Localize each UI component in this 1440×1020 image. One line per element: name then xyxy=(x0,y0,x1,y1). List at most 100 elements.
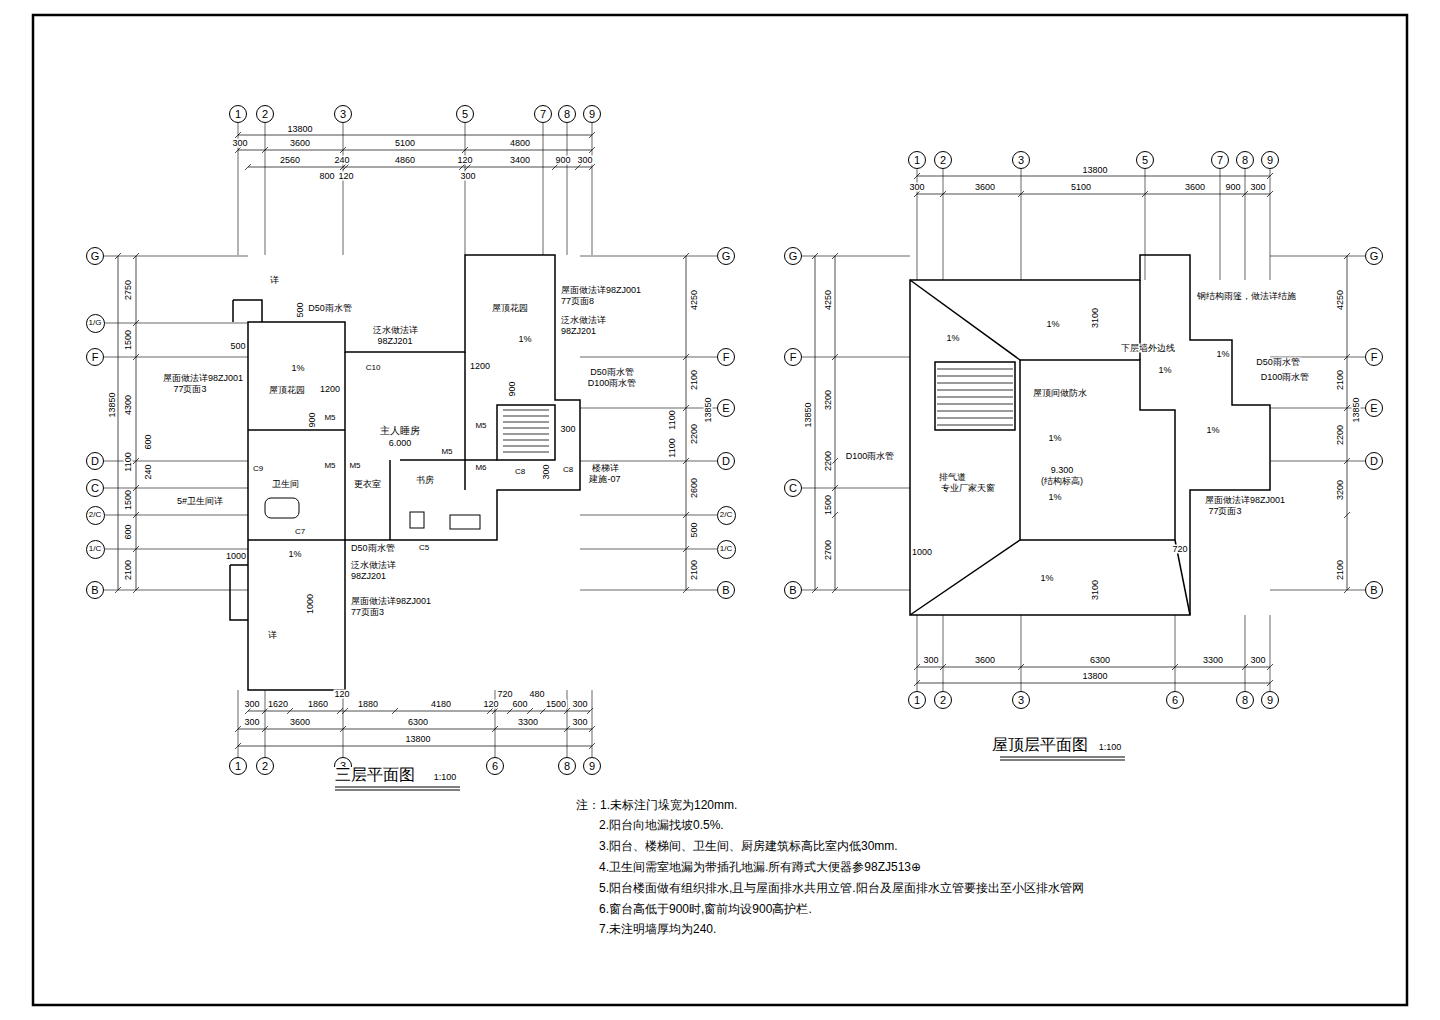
dimension-line xyxy=(287,708,293,714)
axis-line xyxy=(943,169,944,280)
axis-line xyxy=(1245,169,1246,280)
annotation-text: 详 xyxy=(269,276,280,285)
dimension-text: 2200 xyxy=(690,423,699,445)
annotation-text: 1% xyxy=(945,334,960,343)
axis-line xyxy=(1270,615,1271,691)
annotation-text: 98ZJ201 xyxy=(560,327,597,336)
stair-hatch xyxy=(937,383,1013,384)
stair-hatch xyxy=(503,446,549,447)
axis-number: 1 xyxy=(235,109,241,120)
dimension-text: 800 xyxy=(318,172,335,181)
annotation-text: 主人睡房 xyxy=(379,426,421,436)
dimension-line xyxy=(118,256,119,590)
dimension-line xyxy=(832,587,838,593)
annotation-text: 1:100 xyxy=(433,773,458,782)
dimension-line xyxy=(459,164,465,170)
axis-bubble: 1 xyxy=(908,691,926,709)
dimension-text: 120 xyxy=(482,700,499,709)
dimension-text: 9.300 xyxy=(1050,466,1075,475)
annotation-text: 7.未注明墙厚均为240. xyxy=(598,923,717,935)
axis-line xyxy=(580,590,717,591)
dimension-text: 2700 xyxy=(824,539,833,561)
axis-bubble: 2/C xyxy=(86,506,105,525)
axis-number: 2 xyxy=(940,155,946,166)
axis-line xyxy=(802,256,910,257)
axis-line xyxy=(1270,169,1271,280)
axis-line xyxy=(104,590,248,591)
axis-bubble: B xyxy=(717,581,735,599)
axis-line xyxy=(104,357,248,358)
annotation-text: 77页面3 xyxy=(1207,507,1242,516)
axis-number: 8 xyxy=(1242,155,1248,166)
axis-bubble: G xyxy=(1365,247,1383,265)
stair-hatch xyxy=(503,440,549,441)
axis-number: 2 xyxy=(940,695,946,706)
dimension-text: 240 xyxy=(333,156,350,165)
stair-hatch xyxy=(503,434,549,435)
chair-symbol xyxy=(410,512,424,528)
axis-number: 1 xyxy=(914,695,920,706)
dimension-text: 6300 xyxy=(1089,656,1111,665)
dimension-line xyxy=(235,743,241,749)
dimension-line xyxy=(917,176,1270,177)
axis-number: 2/C xyxy=(89,511,101,519)
dimension-text: 600 xyxy=(124,523,133,540)
axis-number: G xyxy=(722,251,731,262)
dimension-line xyxy=(1344,587,1350,593)
axis-bubble: G xyxy=(717,247,735,265)
dimension-text: 3600 xyxy=(974,183,996,192)
dimension-line xyxy=(136,256,137,590)
dimension-text: 480 xyxy=(528,690,545,699)
dimension-line xyxy=(832,512,838,518)
dimension-text: 6300 xyxy=(407,718,429,727)
axis-number: G xyxy=(1370,251,1379,262)
annotation-text: 1% xyxy=(517,335,532,344)
dimension-text: 500 xyxy=(229,342,246,351)
dimension-line xyxy=(917,667,1270,668)
dimension-text: 300 xyxy=(459,172,476,181)
annotation-text: M5 xyxy=(323,414,336,422)
axis-line xyxy=(917,615,918,691)
dimension-text: 900 xyxy=(508,380,517,397)
dimension-line xyxy=(564,708,570,714)
axis-bubble: B xyxy=(86,581,104,599)
axis-number: B xyxy=(1370,585,1377,596)
stair-hatch xyxy=(503,422,549,423)
dimension-line xyxy=(812,253,818,259)
axis-number: 9 xyxy=(1267,695,1273,706)
axis-line xyxy=(580,408,717,409)
annotation-text: M5 xyxy=(323,462,336,470)
annotation-text: 钢结构雨篷，做法详结施 xyxy=(1196,292,1297,301)
axis-line xyxy=(567,123,568,255)
annotation-text: 2.阳台向地漏找坡0.5%. xyxy=(598,819,725,831)
dimension-line xyxy=(462,147,468,153)
dimension-line xyxy=(133,458,139,464)
axis-bubble: 8 xyxy=(558,105,576,123)
annotation-text: M5 xyxy=(474,422,487,430)
axis-bubble: 9 xyxy=(1261,151,1279,169)
axis-number: B xyxy=(91,585,98,596)
annotation-text: 1% xyxy=(1205,426,1220,435)
wall-line xyxy=(248,429,345,431)
dimension-text: 4250 xyxy=(690,289,699,311)
dimension-line xyxy=(589,164,595,170)
axis-bubble: D xyxy=(86,452,104,470)
dimension-text: 4180 xyxy=(430,700,452,709)
dimension-text: 600 xyxy=(511,700,528,709)
axis-number: B xyxy=(789,585,796,596)
dimension-line xyxy=(914,680,920,686)
axis-number: 3 xyxy=(340,109,346,120)
annotation-text: D50雨水管 xyxy=(1255,358,1301,367)
axis-line xyxy=(592,123,593,255)
axis-number: 9 xyxy=(1267,155,1273,166)
dimension-text: 300 xyxy=(559,425,576,434)
dimension-text: 300 xyxy=(571,718,588,727)
axis-number: 1/G xyxy=(89,319,102,327)
dimension-text: 13850 xyxy=(804,401,813,428)
wall-line xyxy=(1020,360,1175,540)
dimension-line xyxy=(815,256,816,590)
annotation-text: D100雨水管 xyxy=(587,379,638,388)
annotation-text: D100雨水管 xyxy=(1260,373,1311,382)
dimension-text: 13850 xyxy=(1352,396,1361,423)
dimension-line xyxy=(133,253,139,259)
